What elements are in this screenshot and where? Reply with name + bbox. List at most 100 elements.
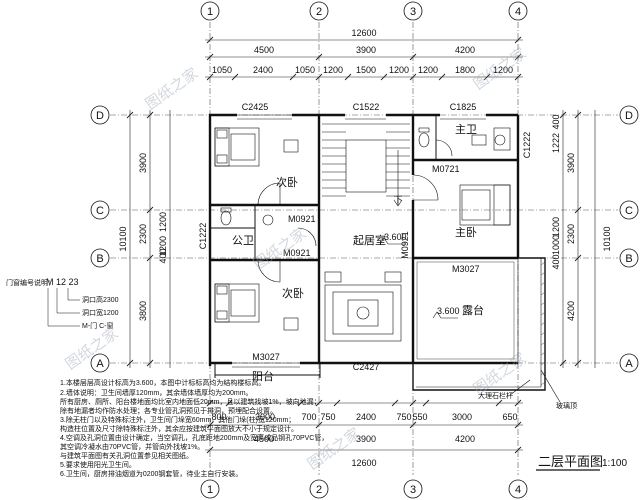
axis-label-4-top: 4 [515, 6, 521, 18]
opening-m3027-a: M3027 [252, 352, 280, 362]
room-master-bath: 主卫 [455, 123, 477, 136]
dim-bottom-detail-5: 2400 [356, 412, 376, 422]
sink-icon [262, 214, 274, 226]
opening-m0921-c: M0921 [400, 231, 410, 259]
note-line: 4.空调及孔洞位置由设计确定，当空调孔，孔底距地200mm及宽高成品钢孔70PV… [60, 433, 328, 442]
axis-bubbles [90, 1, 639, 499]
dim-right-detail-1: 400 [551, 114, 561, 129]
dim-top-detail-1: 1050 [212, 65, 232, 75]
dim-top-detail-4: 1200 [323, 65, 343, 75]
dim-right-span-3: 4200 [566, 301, 576, 321]
dim-bottom-detail-2: 3000 [255, 412, 275, 422]
dim-top-detail-9: 1200 [493, 65, 513, 75]
stairs [322, 123, 410, 207]
dim-top-span-2: 3900 [356, 45, 376, 55]
dim-top-detail-6: 1200 [389, 65, 409, 75]
dim-bottom-span-3: 4200 [455, 434, 475, 444]
drawing-scale: 1:100 [602, 458, 627, 469]
dim-left-detail-1: 1200 [158, 212, 168, 232]
room-master-bed: 主卧 [455, 226, 477, 239]
watermark: 图纸之家 [143, 65, 202, 113]
legend-line-1: 洞口高2300 [82, 295, 119, 304]
dim-bottom-detail-7: 550 [412, 412, 427, 422]
level-living: 3.600 [384, 232, 407, 242]
dim-right-detail-5: 400 [551, 254, 561, 269]
dim-left-total: 10100 [118, 226, 128, 251]
dim-left-detail-3: 400 [158, 248, 168, 263]
dim-top-total: 12600 [351, 28, 376, 38]
dim-right-span-2: 2300 [566, 224, 576, 244]
dim-bottom-detail-9: 650 [502, 412, 517, 422]
legend-code: M 12 23 [46, 277, 79, 287]
dim-left-detail-2: 1200 [158, 236, 168, 256]
tag-railing: 大理石栏杆 [478, 391, 513, 400]
dim-bottom-detail-8: 3000 [452, 412, 472, 422]
note-line: 其空调冷凝水由70PVC管，并管向外找坡1%。 [60, 442, 204, 451]
dim-right-span-1: 3900 [566, 153, 576, 173]
room-public-bath: 公卫 [232, 235, 254, 247]
note-line: 3.除无柱门以及特殊标注外，卫生间门垛宽60mm，其他门垛(柱)宽120mm； [60, 415, 295, 424]
opening-m0721: M0721 [432, 164, 460, 174]
axis-label-2-bottom: 2 [316, 484, 322, 496]
furniture [214, 127, 511, 342]
opening-m0921-a: M0921 [288, 214, 316, 224]
note-line: 6.卫生间，厨房排油烟道为0200钢套管，待业主自行安装。 [60, 469, 242, 478]
bed-icon [459, 184, 511, 226]
dim-top-span-1: 4500 [254, 45, 274, 55]
general-notes: 1.本楼层层高设计标高为3.600，本图中计标标高均为结构楼标高。 2.墙体说明… [60, 378, 328, 478]
opening-c1222-right: C1222 [522, 132, 532, 159]
watermark: 图纸之家 [471, 45, 530, 93]
axis-label-c-right: C [625, 205, 633, 217]
room-balcony: 阳台 [252, 369, 274, 383]
stair-down-label: 下 [393, 195, 402, 205]
doors [257, 139, 453, 283]
level-markers [379, 237, 458, 319]
dim-bottom-detail-6: 750 [396, 412, 411, 422]
glass-roof-hatch [540, 261, 546, 386]
dim-top-span-3: 4200 [455, 45, 475, 55]
opening-c1222-left: C1222 [198, 223, 208, 250]
dim-right-detail-3: 1200 [551, 217, 561, 237]
room-terrace: 露台 [462, 303, 484, 317]
opening-c1522: C1522 [353, 102, 380, 112]
axis-label-d-left: D [96, 110, 104, 122]
dim-bottom-total: 12600 [351, 458, 376, 468]
toilet-icon [418, 132, 430, 148]
legend-title: 门窗编号说明： [6, 278, 55, 287]
walls [208, 113, 520, 366]
note-line: 除有地漏者均作防水处理；各专业管孔洞预见于排洞，预埋配合设置。 [60, 406, 277, 415]
axis-label-c-left: C [96, 205, 104, 217]
opening-c2425: C2425 [242, 102, 269, 112]
dim-bottom-span-2: 3900 [356, 434, 376, 444]
dim-right-detail-2: 1222 [551, 133, 561, 153]
room-bedroom-2: 次卧 [282, 286, 304, 300]
dim-left-span-1: 3900 [138, 153, 148, 173]
bed-icon [214, 127, 260, 167]
note-line: 1.本楼层层高设计标高为3.600，本图中计标标高均为结构楼标高。 [60, 378, 265, 387]
axis-label-d-right: D [625, 110, 633, 122]
opening-m3027-b: M3027 [452, 264, 480, 274]
drawing-title: 二层平面图 [538, 454, 603, 469]
tag-glass: 玻璃顶 [556, 401, 577, 410]
dim-top-detail-5: 1500 [356, 65, 376, 75]
note-line: 2.墙体说明：卫生间墙厚120mm，其余墙体墙厚均为200mm。 [60, 388, 253, 397]
axis-label-a-right: A [625, 358, 633, 370]
dim-left-span-2: 2300 [138, 224, 148, 244]
dim-right-detail-4: 1000 [551, 235, 561, 255]
sink-icon [494, 134, 506, 146]
dimension-ticks [126, 36, 582, 454]
sofa-icon [324, 284, 402, 342]
room-living: 起居室 [353, 233, 386, 247]
dim-top-detail-2: 2400 [253, 65, 273, 75]
axis-label-3-bottom: 3 [410, 484, 416, 496]
axis-label-4-bottom: 4 [515, 484, 521, 496]
axis-label-b-left: B [96, 253, 103, 265]
note-line: 所有厨房、厕所、阳台楼地面均比室内地面低20mm，且以建筑找坡1%，坡向地漏； [60, 397, 321, 406]
dim-bottom-detail-3: 700 [301, 412, 316, 422]
axis-label-3-top: 3 [410, 6, 416, 18]
axis-label-1-bottom: 1 [207, 484, 213, 496]
dim-bottom-detail-4: 750 [320, 412, 335, 422]
legend-line-3: M-门 C-窗 [82, 321, 114, 330]
axis-label-2-top: 2 [316, 6, 322, 18]
